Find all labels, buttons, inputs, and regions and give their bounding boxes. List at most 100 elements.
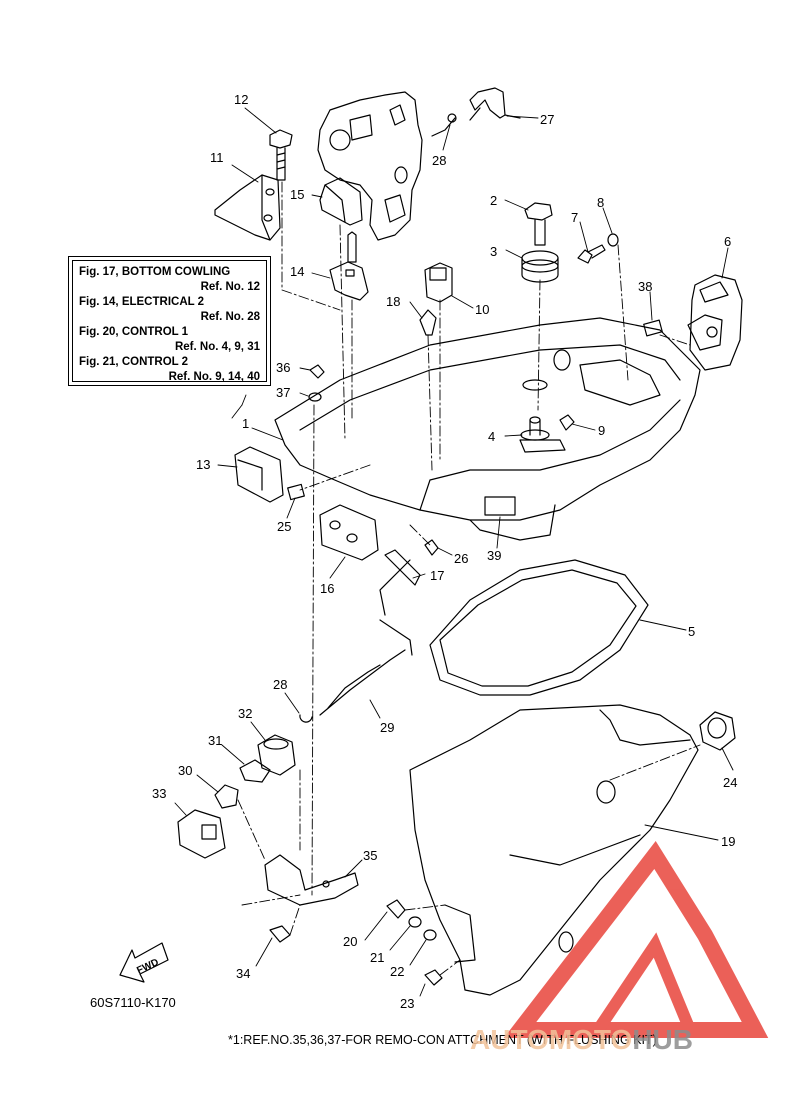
part-label-36: 36 <box>276 360 290 375</box>
part-label-23: 23 <box>400 996 414 1011</box>
leader-lines <box>174 107 734 997</box>
part-label-17: 17 <box>430 568 444 583</box>
watermark-logo-icon <box>503 841 769 1038</box>
part-label-35: 35 <box>363 848 377 863</box>
part-label-38: 38 <box>638 279 652 294</box>
assembly-lines <box>237 181 701 976</box>
bolt-9 <box>559 414 575 431</box>
part-label-11: 11 <box>210 150 224 165</box>
part-label-32: 32 <box>238 706 252 721</box>
grommet-13 <box>234 446 284 503</box>
lower-case-19 <box>409 704 699 996</box>
screw-34 <box>269 925 291 943</box>
part-label-16: 16 <box>320 581 334 596</box>
reference-line: Fig. 21, CONTROL 2 <box>79 356 189 368</box>
washer-37 <box>308 392 322 402</box>
reference-box-content: Fig. 17, BOTTOM COWLING Ref. No. 12 Fig.… <box>72 260 267 383</box>
part-label-30: 30 <box>178 763 192 778</box>
bolt-36 <box>309 364 325 379</box>
part-33 <box>177 809 226 859</box>
part-label-15: 15 <box>290 187 304 202</box>
reference-line: Fig. 20, CONTROL 1 <box>79 326 189 338</box>
part-label-29: 29 <box>380 720 394 735</box>
cable-29 <box>319 559 413 716</box>
clip-28-ring <box>447 113 457 123</box>
label-38 <box>643 319 663 337</box>
engine-block-outline <box>317 91 423 241</box>
label-39 <box>484 496 516 516</box>
part-label-26: 26 <box>454 551 468 566</box>
watermark-part1: AUTOMOTO <box>470 1024 633 1055</box>
reference-box: Fig. 17, BOTTOM COWLING Ref. No. 12 Fig.… <box>68 256 271 386</box>
washer-22 <box>423 929 437 941</box>
nut-23 <box>424 969 443 986</box>
clip-28b <box>299 714 313 723</box>
bracket-11 <box>214 174 281 241</box>
part-label-34: 34 <box>236 966 250 981</box>
part-label-22: 22 <box>390 964 404 979</box>
bracket-15 <box>319 177 363 226</box>
reference-line: Fig. 17, BOTTOM COWLING <box>79 266 231 278</box>
reference-line: Ref. No. 4, 9, 31 <box>174 341 260 353</box>
part-label-10: 10 <box>475 302 489 317</box>
part-label-28: 28 <box>432 153 446 168</box>
bracket-35 <box>264 854 359 906</box>
part-label-7: 7 <box>571 210 578 225</box>
reference-line: Ref. No. 12 <box>200 281 260 293</box>
reference-line: Fig. 14, ELECTRICAL 2 <box>79 296 205 308</box>
footnote: *1:REF.NO.35,36,37-FOR REMO-CON ATTCHMEN… <box>228 1033 657 1047</box>
washer-8 <box>607 233 619 247</box>
fwd-arrow-icon <box>119 942 169 983</box>
bracket-14 <box>329 261 369 301</box>
bolt-12 <box>269 129 293 181</box>
part-label-27: 27 <box>540 112 554 127</box>
grommet-17 <box>384 549 421 586</box>
part-label-5: 5 <box>688 624 695 639</box>
part-label-3: 3 <box>490 244 497 259</box>
part-label-4: 4 <box>488 429 495 444</box>
panel-16 <box>319 504 379 561</box>
fwd-label: FWD <box>135 957 160 977</box>
part-label-19: 19 <box>721 834 735 849</box>
washer-31 <box>239 759 271 783</box>
part-label-6: 6 <box>724 234 731 249</box>
hose-27 <box>469 87 521 121</box>
watermark-part2: HUB <box>632 1024 693 1055</box>
reference-line: Ref. No. 28 <box>200 311 260 323</box>
part-18 <box>419 309 437 336</box>
part-label-31: 31 <box>208 733 222 748</box>
part-label-20: 20 <box>343 934 357 949</box>
part-label-21: 21 <box>370 950 384 965</box>
diagram-code: 60S7110-K170 <box>90 995 176 1010</box>
lock-6 <box>687 274 743 371</box>
bolt-2 <box>524 202 553 246</box>
part-label-2: 2 <box>490 193 497 208</box>
watermark-text: AUTOMOTOHUB <box>470 1024 693 1056</box>
part-label-18: 18 <box>386 294 400 309</box>
switch-10 <box>424 262 453 303</box>
label-25 <box>287 483 305 501</box>
part-label-9: 9 <box>598 423 605 438</box>
part-label-33: 33 <box>152 786 166 801</box>
bottom-cowling-1 <box>274 317 701 541</box>
screw-7 <box>577 244 606 264</box>
part-label-25: 25 <box>277 519 291 534</box>
part-label-8: 8 <box>597 195 604 210</box>
screw-20 <box>386 899 406 919</box>
part-label-14: 14 <box>290 264 304 279</box>
washer-21 <box>408 916 422 928</box>
part-30 <box>214 784 239 809</box>
part-label-28-lower: 28 <box>273 677 287 692</box>
part-label-24: 24 <box>723 775 737 790</box>
part-label-12: 12 <box>234 92 248 107</box>
part-label-13: 13 <box>196 457 210 472</box>
bolt-small <box>347 231 357 263</box>
grommet-3 <box>521 250 559 283</box>
nut-32 <box>257 734 296 776</box>
mount-4 <box>520 416 550 441</box>
part-label-39: 39 <box>487 548 501 563</box>
grommet-24 <box>699 711 736 751</box>
clip-28 <box>431 117 456 137</box>
reference-line: Ref. No. 9, 14, 40 <box>168 371 260 383</box>
